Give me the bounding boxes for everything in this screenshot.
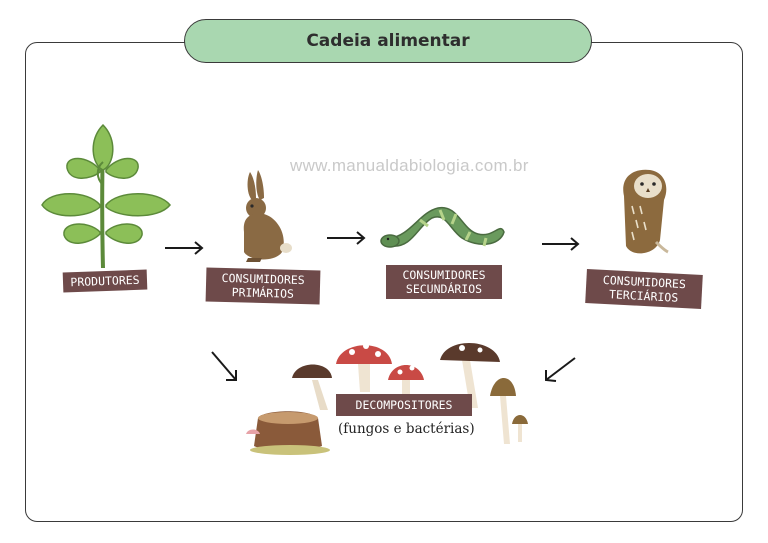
arrow-secundarios-to-terciarios [542,237,580,251]
secundarios-line-1: CONSUMIDORES [402,268,486,282]
arrow-produtores-to-primarios [165,241,204,255]
watermark-text: www.manualdabiologia.com.br [290,156,529,175]
label-consumidores-terciarios: CONSUMIDORES TERCIÁRIOS [585,268,703,310]
primarios-line-2: PRIMÁRIOS [231,285,295,301]
label-decompositores: DECOMPOSITORES [336,394,472,416]
label-produtores: PRODUTORES [62,269,148,293]
diagram-title: Cadeia alimentar [184,19,592,63]
primarios-line-1: CONSUMIDORES [221,270,305,288]
arrow-left-to-decompositores [211,351,237,381]
secundarios-line-2: SECUNDÁRIOS [405,282,483,296]
produtores-text: PRODUTORES [70,272,140,290]
plant-icon [41,123,171,269]
rabbit-icon [243,170,292,262]
decompositores-text: DECOMPOSITORES [355,398,453,412]
mushrooms-icon [246,342,528,455]
owl-icon [623,169,669,254]
label-consumidores-secundarios: CONSUMIDORES SECUNDÁRIOS [386,265,502,299]
arrows [165,231,580,382]
arrow-primarios-to-secundarios [327,231,366,245]
snake-icon [380,207,505,248]
arrow-right-to-decompositores [545,357,576,382]
label-consumidores-primarios: CONSUMIDORES PRIMÁRIOS [205,267,321,305]
decompositores-subtitle: (fungos e bactérias) [338,421,475,437]
